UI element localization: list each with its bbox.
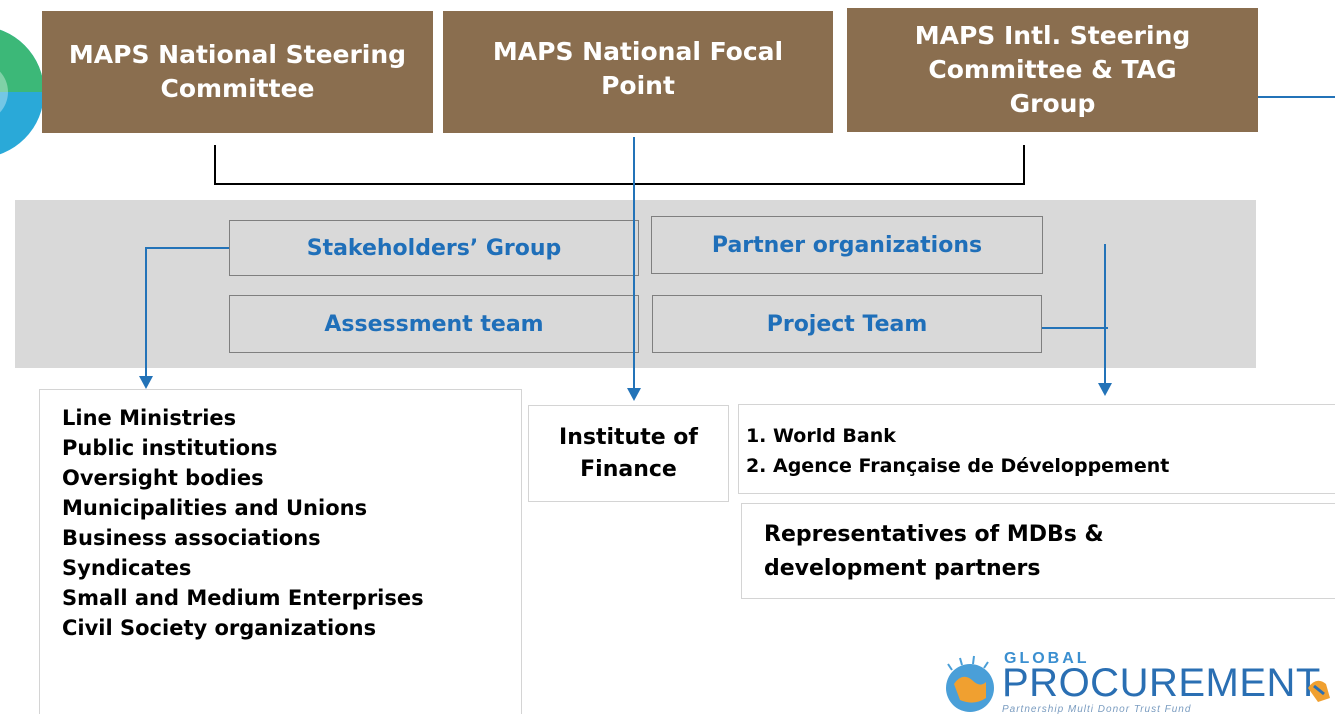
- project-team-label: Project Team: [766, 311, 928, 337]
- stakeholders-arrowhead: [139, 376, 153, 389]
- stakeholders-group-box: Stakeholders’ Group: [229, 220, 639, 276]
- stakeholders-list-box: Line Ministries Public institutions Over…: [39, 389, 522, 714]
- intl-connector-line: [1258, 96, 1335, 98]
- bracket-left-drop: [214, 145, 216, 185]
- institute-of-finance-label: Institute of Finance: [559, 424, 698, 482]
- global-procurement-logo: GLOBAL PROCUREMENT Partnership Multi Don…: [938, 650, 1335, 714]
- maps-circle-logo: [0, 22, 46, 162]
- national-focal-point-label: MAPS National Focal Point: [492, 37, 784, 100]
- logo-global-text: GLOBAL: [1004, 650, 1090, 667]
- partners-arrowhead: [1098, 383, 1112, 396]
- stakeholder-item: Civil Society organizations: [62, 616, 377, 640]
- stakeholder-item: Small and Medium Enterprises: [62, 586, 424, 610]
- logo-tagline-text: Partnership Multi Donor Trust Fund: [1002, 704, 1192, 714]
- stakeholders-connector-h: [145, 247, 229, 249]
- partner-organizations-box: Partner organizations: [651, 216, 1043, 274]
- stakeholder-item: Oversight bodies: [62, 466, 264, 490]
- stakeholder-item: Public institutions: [62, 436, 278, 460]
- stakeholder-item: Syndicates: [62, 556, 192, 580]
- national-steering-committee-label: MAPS National Steering Committee: [68, 40, 407, 103]
- partner-list: World Bank Agence Française de Développe…: [739, 421, 1335, 481]
- partners-connector-v: [1104, 244, 1106, 384]
- national-focal-point-box: MAPS National Focal Point: [443, 11, 833, 133]
- partner-list-box: World Bank Agence Française de Développe…: [738, 404, 1335, 494]
- stakeholder-item: Business associations: [62, 526, 321, 550]
- logo-procurement-text: PROCUREMENT: [1002, 661, 1321, 705]
- assessment-team-box: Assessment team: [229, 295, 639, 353]
- partner-item: Agence Française de Développement: [773, 451, 1335, 481]
- stakeholders-group-label: Stakeholders’ Group: [306, 235, 562, 261]
- bracket-right-drop: [1023, 145, 1025, 185]
- partner-organizations-label: Partner organizations: [711, 232, 983, 258]
- intl-steering-committee-label: MAPS Intl. Steering Committee & TAG Grou…: [914, 21, 1191, 118]
- focal-point-connector-v: [633, 137, 635, 389]
- representatives-box: Representatives of MDBs & development pa…: [741, 503, 1335, 599]
- assessment-team-label: Assessment team: [324, 311, 544, 337]
- intl-steering-committee-box: MAPS Intl. Steering Committee & TAG Grou…: [847, 8, 1258, 132]
- representatives-label: Representatives of MDBs & development pa…: [764, 522, 1104, 581]
- project-team-connector-h: [1042, 327, 1108, 329]
- partner-item: World Bank: [773, 421, 1335, 451]
- handshake-icon: [1308, 680, 1330, 702]
- institute-of-finance-box: Institute of Finance: [528, 405, 729, 502]
- globe-icon: [946, 655, 994, 712]
- project-team-box: Project Team: [652, 295, 1042, 353]
- bracket-bottom-line: [214, 183, 1025, 185]
- stakeholder-item: Municipalities and Unions: [62, 496, 368, 520]
- stakeholders-connector-v: [145, 247, 147, 377]
- focal-point-arrowhead: [627, 388, 641, 401]
- stakeholder-item: Line Ministries: [62, 406, 237, 430]
- national-steering-committee-box: MAPS National Steering Committee: [42, 11, 433, 133]
